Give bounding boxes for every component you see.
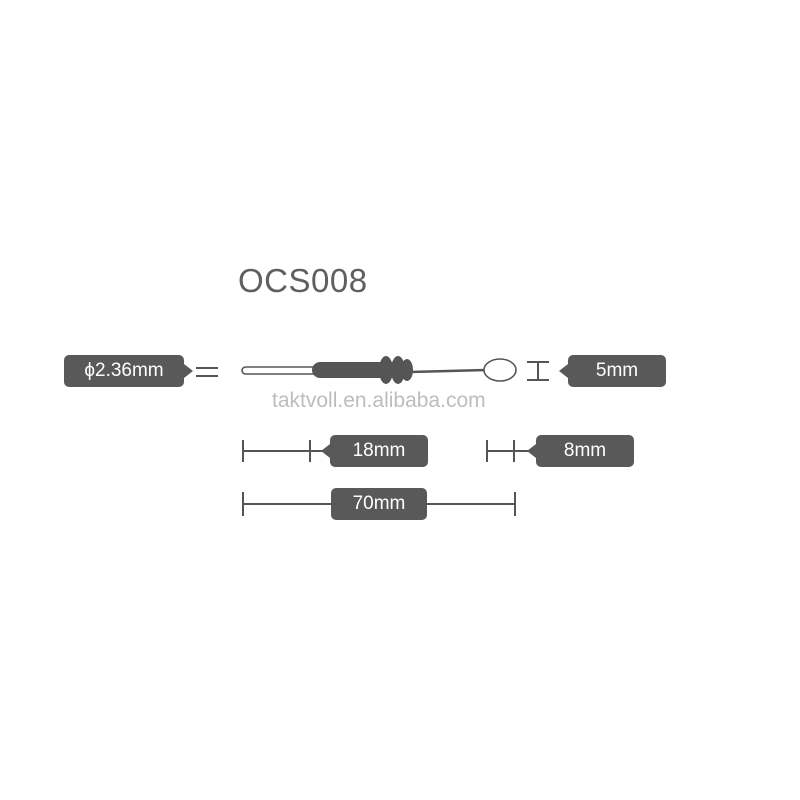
tip-length-label: 8mm xyxy=(527,435,634,467)
insert-length-label: 18mm xyxy=(321,435,428,467)
electrode-outline xyxy=(241,356,517,384)
tip-width-label: 5mm xyxy=(559,355,666,387)
total-length-label: 70mm xyxy=(331,488,427,520)
model-title: OCS008 xyxy=(238,262,368,299)
diameter-marker xyxy=(196,367,218,377)
diameter-label: ϕ2.36mm xyxy=(64,355,193,387)
insert-length-line xyxy=(242,440,330,462)
tip-width-marker xyxy=(527,361,549,381)
watermark-text: taktvoll.en.alibaba.com xyxy=(272,389,486,412)
